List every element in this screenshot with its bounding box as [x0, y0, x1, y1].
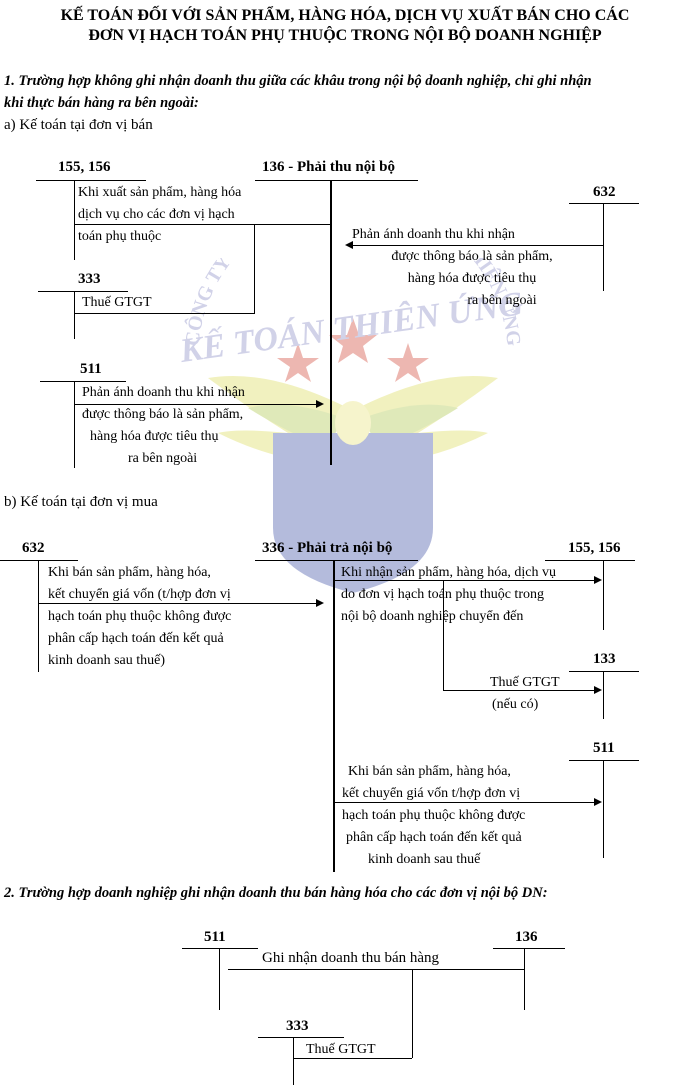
part-a-heading: a) Kế toán tại đơn vị bán	[4, 117, 153, 133]
note-ban-right-line2: kết chuyển giá vốn t/hợp đơn vị	[342, 786, 521, 801]
note-ban-right-line4: phân cấp hạch toán đến kết quả	[346, 830, 522, 845]
account-333-vline	[74, 291, 75, 339]
note-ban-right-line1: Khi bán sản phẩm, hàng hóa,	[348, 764, 511, 779]
account-133-vline	[603, 671, 604, 719]
arrow-right-icon	[594, 798, 602, 806]
note-ban-left-line4: phân cấp hạch toán đến kết quả	[48, 631, 224, 646]
arrow-to-133-line	[443, 690, 594, 691]
note-xuat-line3: toán phụ thuộc	[78, 229, 162, 244]
account-511-s2: 511	[204, 929, 226, 945]
account-133-hline	[569, 671, 639, 672]
note-phan-anh-left-line4: ra bên ngoài	[128, 451, 198, 466]
note-phan-anh-right-line3: hàng hóa được tiêu thụ	[407, 271, 537, 286]
note-revenue: Ghi nhận doanh thu bán hàng	[262, 950, 440, 966]
vat-connector-a	[254, 224, 255, 314]
star-icon	[387, 343, 429, 382]
vat-connector-s2	[412, 969, 413, 1058]
note-ban-right-line5: kinh doanh sau thuế	[368, 852, 481, 867]
account-155-156-b-hline	[545, 560, 635, 561]
note-xuat-line1: Khi xuất sản phẩm, hàng hóa	[78, 185, 242, 200]
star-icon	[329, 318, 377, 363]
account-136-s2: 136	[515, 929, 538, 945]
arrow-632-to-136-line	[352, 245, 603, 246]
arrow-right-icon	[316, 400, 324, 408]
account-511-b: 511	[593, 740, 615, 756]
note-ban-left-line1: Khi bán sản phẩm, hàng hóa,	[48, 565, 211, 580]
note-phan-anh-right-line4: ra bên ngoài	[467, 293, 537, 308]
note-nhan-line3: nội bộ doanh nghiệp chuyển đến	[341, 609, 524, 624]
section1-heading-line2: khi thực bán hàng ra bên ngoài:	[4, 95, 199, 111]
account-136-s2-vline	[524, 948, 525, 1010]
account-336: 336 - Phải trả nội bộ	[262, 540, 393, 556]
vat-label-a: Thuế GTGT	[82, 295, 152, 310]
vat-if-label: (nếu có)	[492, 697, 539, 712]
account-136-hline	[255, 180, 418, 181]
note-ban-right-line3: hạch toán phụ thuộc không được	[342, 808, 526, 823]
account-155-156-hline	[36, 180, 146, 181]
page-title-line1: KẾ TOÁN ĐỐI VỚI SẢN PHẨM, HÀNG HÓA, DỊCH…	[60, 7, 630, 24]
account-511-b-hline	[569, 760, 639, 761]
arrow-right-icon	[594, 686, 602, 694]
arrow-511-to-136-line	[74, 404, 316, 405]
wings-icon	[208, 376, 498, 463]
account-632-hline	[569, 203, 639, 204]
note-phan-anh-right-line2: được thông báo là sản phẩm,	[391, 249, 553, 264]
account-511-s2-vline	[219, 948, 220, 1010]
arrow-155-to-136	[74, 224, 330, 225]
page-title-line2: ĐƠN VỊ HẠCH TOÁN PHỤ THUỘC TRONG NỘI BỘ …	[88, 27, 602, 44]
star-icon	[277, 343, 319, 382]
account-632-b: 632	[22, 540, 45, 556]
note-nhan-line1: Khi nhận sản phẩm, hàng hóa, dịch vụ	[341, 565, 557, 580]
note-phan-anh-left-line1: Phản ánh doanh thu khi nhận	[82, 385, 245, 400]
account-136-s2-hline	[493, 948, 565, 949]
vat-line-s2	[293, 1058, 412, 1059]
vat-label-b: Thuế GTGT	[490, 675, 560, 690]
account-133: 133	[593, 651, 616, 667]
arrow-left-icon	[345, 241, 353, 249]
account-155-156-b-vline	[603, 560, 604, 630]
account-333-hline	[38, 291, 128, 292]
note-phan-anh-left-line3: hàng hóa được tiêu thụ	[90, 429, 219, 444]
vat-label-s2: Thuế GTGT	[306, 1042, 376, 1057]
account-511-hline	[40, 381, 126, 382]
revenue-line	[228, 969, 524, 970]
note-phan-anh-left-line2: được thông báo là sản phẩm,	[82, 407, 244, 422]
account-136: 136 - Phải thu nội bộ	[262, 159, 395, 175]
note-phan-anh-right-line1: Phản ánh doanh thu khi nhận	[352, 227, 515, 242]
account-155-156: 155, 156	[58, 159, 111, 175]
note-nhan-line2: do đơn vị hạch toán phụ thuộc trong	[341, 587, 544, 602]
arrow-right-icon	[316, 599, 324, 607]
arrow-632-to-336-line	[38, 603, 316, 604]
account-333-s2-vline	[293, 1037, 294, 1085]
account-632-b-vline	[38, 560, 39, 672]
arrow-right-icon	[594, 576, 602, 584]
note-xuat-line2: dịch vụ cho các đơn vị hạch	[78, 207, 235, 222]
account-511: 511	[80, 361, 102, 377]
vat-connector-b	[443, 580, 444, 690]
part-b-heading: b) Kế toán tại đơn vị mua	[4, 494, 158, 510]
section2-heading: 2. Trường hợp doanh nghiệp ghi nhận doan…	[4, 885, 548, 901]
vat-line-a	[74, 313, 254, 314]
eagle-icon	[335, 401, 371, 445]
account-632: 632	[593, 184, 616, 200]
account-155-156-b: 155, 156	[568, 540, 621, 556]
account-155-156-vline	[74, 180, 75, 260]
account-333-s2-hline	[258, 1037, 344, 1038]
arrow-336-to-155-line	[335, 580, 594, 581]
account-632-b-hline	[0, 560, 78, 561]
section1-heading-line1: 1. Trường hợp không ghi nhận doanh thu g…	[4, 73, 592, 89]
account-511-vline	[74, 381, 75, 468]
account-336-vline	[333, 560, 335, 872]
account-333-s2: 333	[286, 1018, 309, 1034]
account-333: 333	[78, 271, 101, 287]
account-336-hline	[255, 560, 418, 561]
note-ban-left-line5: kinh doanh sau thuế)	[48, 653, 166, 668]
note-ban-left-line3: hạch toán phụ thuộc không được	[48, 609, 232, 624]
note-ban-left-line2: kết chuyển giá vốn (t/hợp đơn vị	[48, 587, 231, 602]
account-511-s2-hline	[182, 948, 258, 949]
account-136-vline	[330, 180, 332, 465]
account-632-vline	[603, 203, 604, 291]
account-511-b-vline	[603, 760, 604, 858]
arrow-336-to-511-line	[335, 802, 594, 803]
